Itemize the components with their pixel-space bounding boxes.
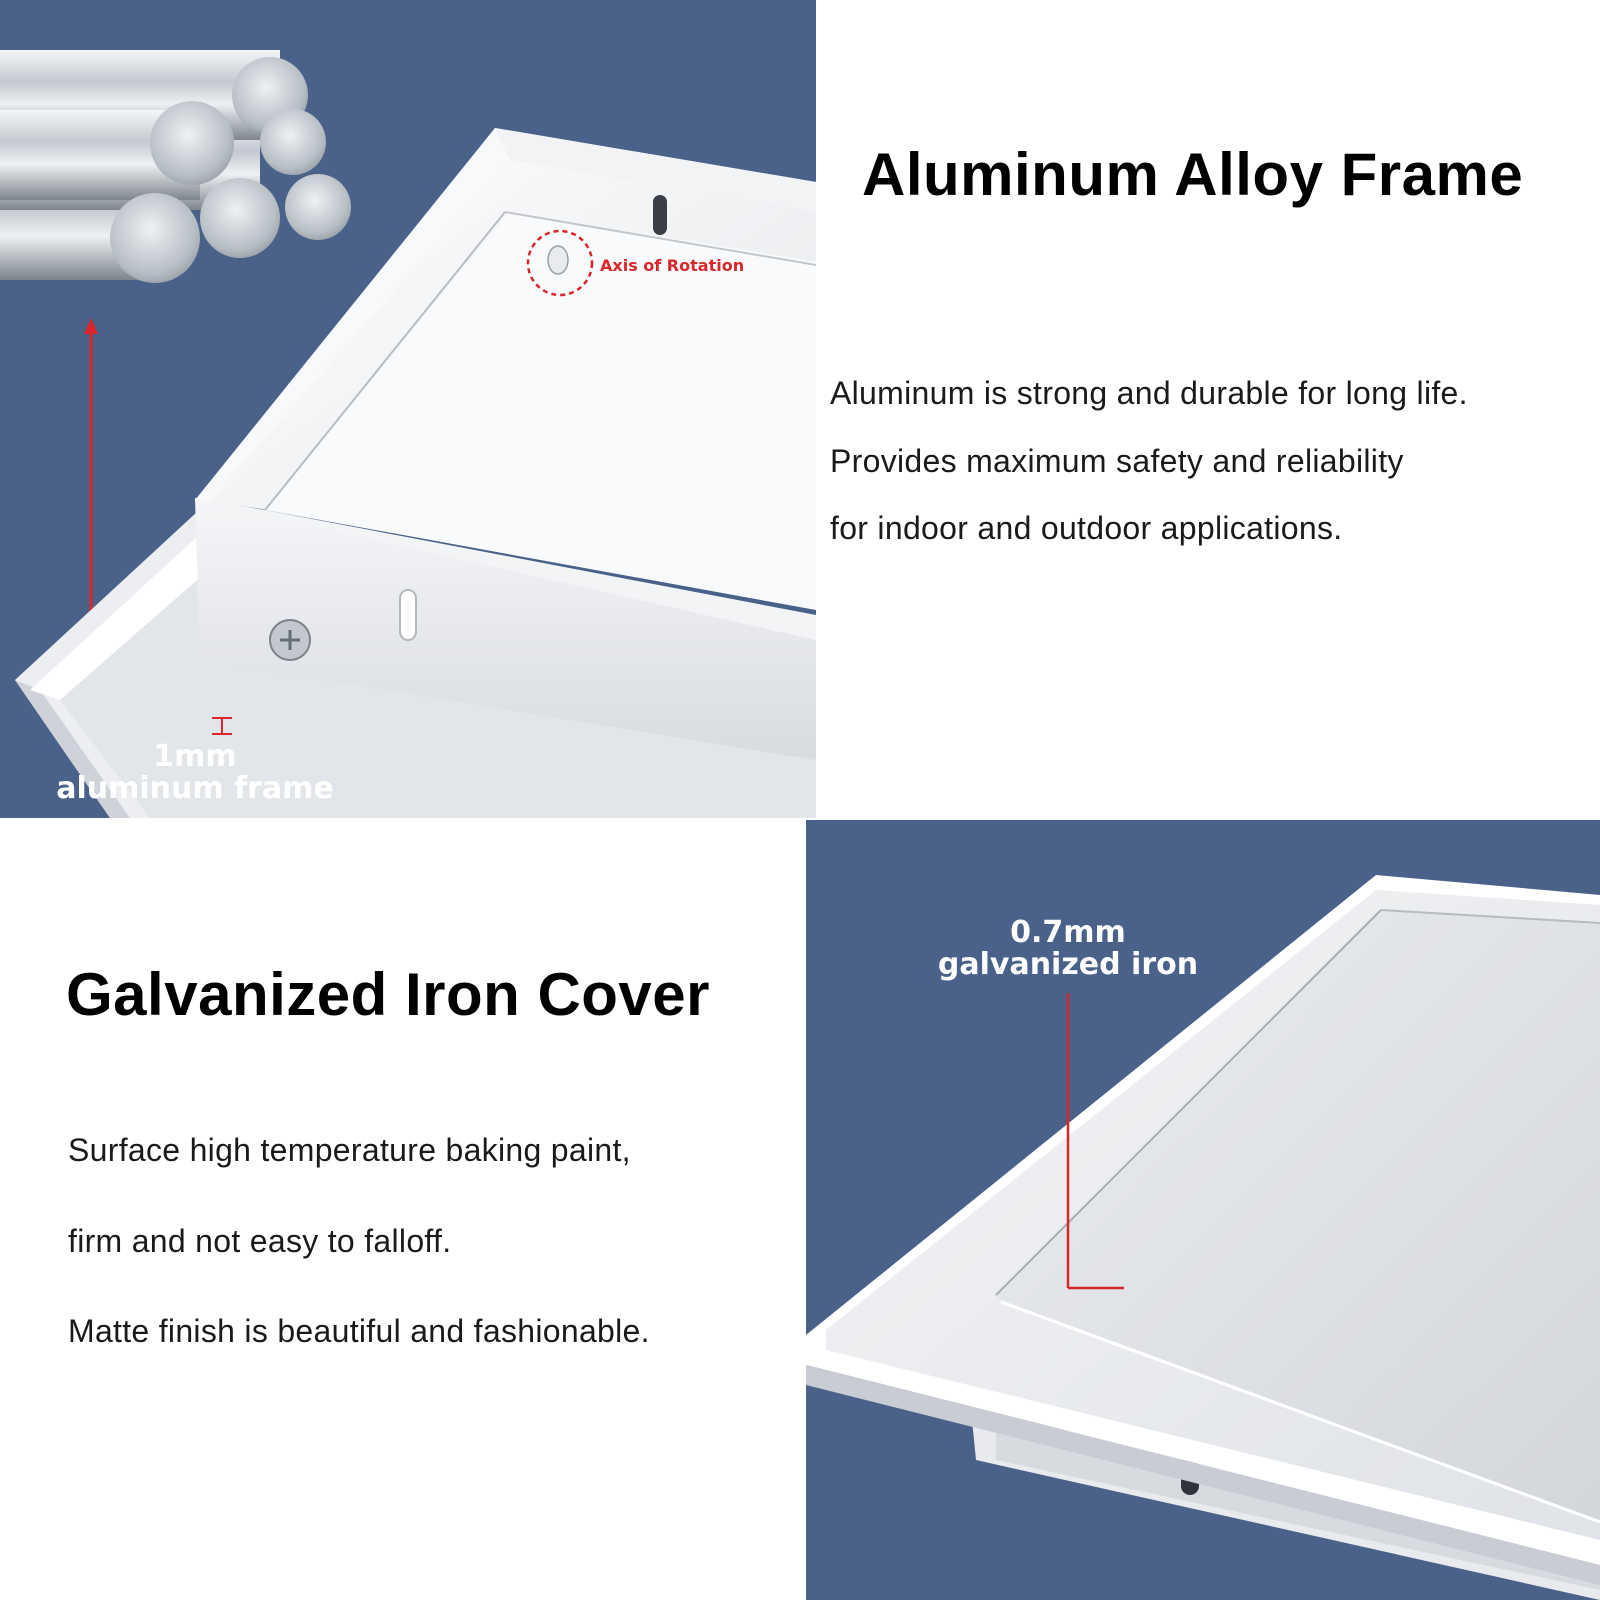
frame-material-label: aluminum frame — [56, 771, 334, 806]
galvanized-cover-photo: 0.7mm galvanized iron — [806, 820, 1600, 1600]
cover-thickness-value: 0.7mm — [1010, 915, 1126, 950]
aluminum-rods-icon — [0, 50, 351, 283]
thickness-marker — [212, 717, 232, 735]
aluminum-frame-illustration — [0, 50, 816, 818]
aluminum-line-1: Aluminum is strong and durable for long … — [830, 375, 1468, 411]
aluminum-line-3: for indoor and outdoor applications. — [830, 510, 1343, 546]
frame-body — [15, 128, 816, 818]
galvanized-cover-illustration — [806, 875, 1600, 1600]
galvanized-line-2: firm and not easy to falloff. — [68, 1223, 452, 1259]
rotation-axis-marker-icon — [526, 229, 594, 297]
cover-material-label: galvanized iron — [937, 947, 1199, 982]
aluminum-frame-photo: Axis of Rotation 1mm aluminum frame — [0, 0, 816, 818]
cover-body — [806, 875, 1600, 1600]
galvanized-line-3: Matte finish is beautiful and fashionabl… — [68, 1313, 650, 1349]
screw-icon — [269, 619, 311, 661]
galvanized-line-1: Surface high temperature baking paint, — [68, 1132, 631, 1168]
aluminum-line-2: Provides maximum safety and reliability — [830, 443, 1404, 479]
aluminum-frame-heading: Aluminum Alloy Frame — [862, 141, 1524, 208]
frame-thickness-value: 1mm — [153, 739, 237, 774]
galvanized-cover-heading: Galvanized Iron Cover — [66, 961, 711, 1028]
axis-of-rotation-label: Axis of Rotation — [600, 256, 745, 275]
galvanized-iron-callout: 0.7mm galvanized iron — [918, 918, 1218, 980]
cover-thickness-pointer — [1066, 993, 1124, 1290]
aluminum-frame-callout: 1mm aluminum frame — [30, 742, 360, 804]
